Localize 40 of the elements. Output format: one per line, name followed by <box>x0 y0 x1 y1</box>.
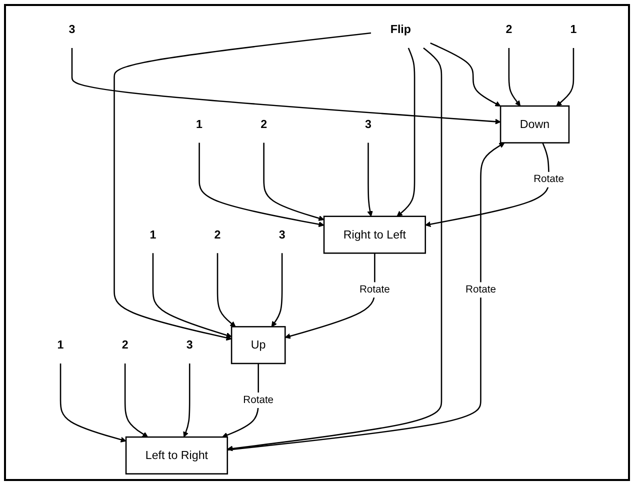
node-box: Left to Right <box>125 436 228 474</box>
arrow <box>124 364 148 438</box>
node-text: 2 <box>506 22 512 36</box>
arrow <box>227 142 505 451</box>
node-text: 2 <box>214 228 221 241</box>
edge-label: Rotate <box>466 284 496 296</box>
node-text: 3 <box>278 228 286 241</box>
arrow <box>271 253 283 327</box>
arrow <box>227 47 442 452</box>
arrow <box>556 48 574 106</box>
node-text: 1 <box>196 118 203 131</box>
node-box: Right to Left <box>323 216 426 254</box>
node-text: 2 <box>122 338 128 352</box>
node-box: Down <box>500 105 570 144</box>
arrow <box>284 253 376 339</box>
edge-label: Rotate <box>359 284 390 296</box>
arrow <box>71 48 501 124</box>
arrow <box>216 253 236 327</box>
node-text: 1 <box>57 338 64 352</box>
arrow <box>425 142 550 228</box>
node-text: 3 <box>365 118 372 131</box>
node-text: 3 <box>186 338 193 352</box>
arrow <box>183 364 190 438</box>
node-text: 3 <box>68 22 76 36</box>
arrow <box>60 364 126 442</box>
arrow <box>367 142 373 217</box>
arrow <box>396 48 416 217</box>
node-text: Flip <box>390 22 411 36</box>
arrow <box>508 48 521 106</box>
arrow <box>152 253 232 338</box>
node-text: 1 <box>570 22 577 36</box>
arrow <box>263 142 324 221</box>
node-box: Up <box>230 326 286 364</box>
edge-label: Rotate <box>534 174 564 185</box>
arrow <box>114 32 372 341</box>
arrow <box>198 142 324 228</box>
node-text: 1 <box>150 228 156 241</box>
node-text: 2 <box>260 118 268 131</box>
edge-label: Rotate <box>243 394 274 406</box>
arrow <box>430 42 501 106</box>
